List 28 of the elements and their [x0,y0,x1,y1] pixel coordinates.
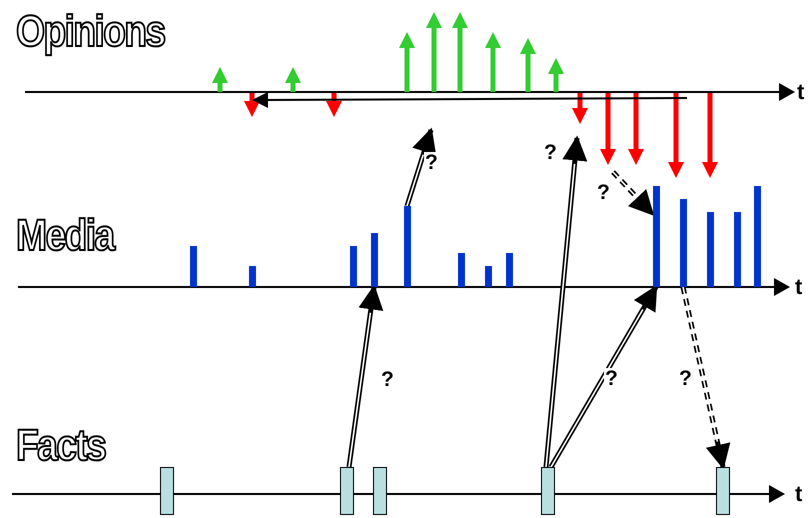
axis-label: t [795,276,802,298]
media-bar [484,266,492,287]
fact-marker [716,467,730,515]
media-bar [248,266,256,287]
dashed-double-arrow [611,170,654,216]
media-bar [506,253,512,287]
media-bar [404,206,410,287]
timeline-title: Media [16,214,114,258]
media-bar [734,212,740,287]
media-bar [754,186,760,287]
timeline-title: Opinions [16,10,164,54]
dashed-double-arrow [680,286,730,470]
fact-marker [373,467,387,515]
axis-label: t [797,81,804,103]
fact-marker [340,467,354,515]
media-bar [190,246,196,287]
media-bar [370,233,378,287]
fact-marker [160,467,174,515]
media-bar [350,246,356,287]
media-bar [706,212,714,287]
media-bar [652,186,660,287]
double-arrow [544,136,588,468]
timeline-title: Facts [16,424,106,468]
double-arrow [404,128,436,207]
axis-label: t [795,483,802,505]
media-bar [680,199,686,287]
fact-marker [541,467,555,515]
media-bar [458,253,464,287]
